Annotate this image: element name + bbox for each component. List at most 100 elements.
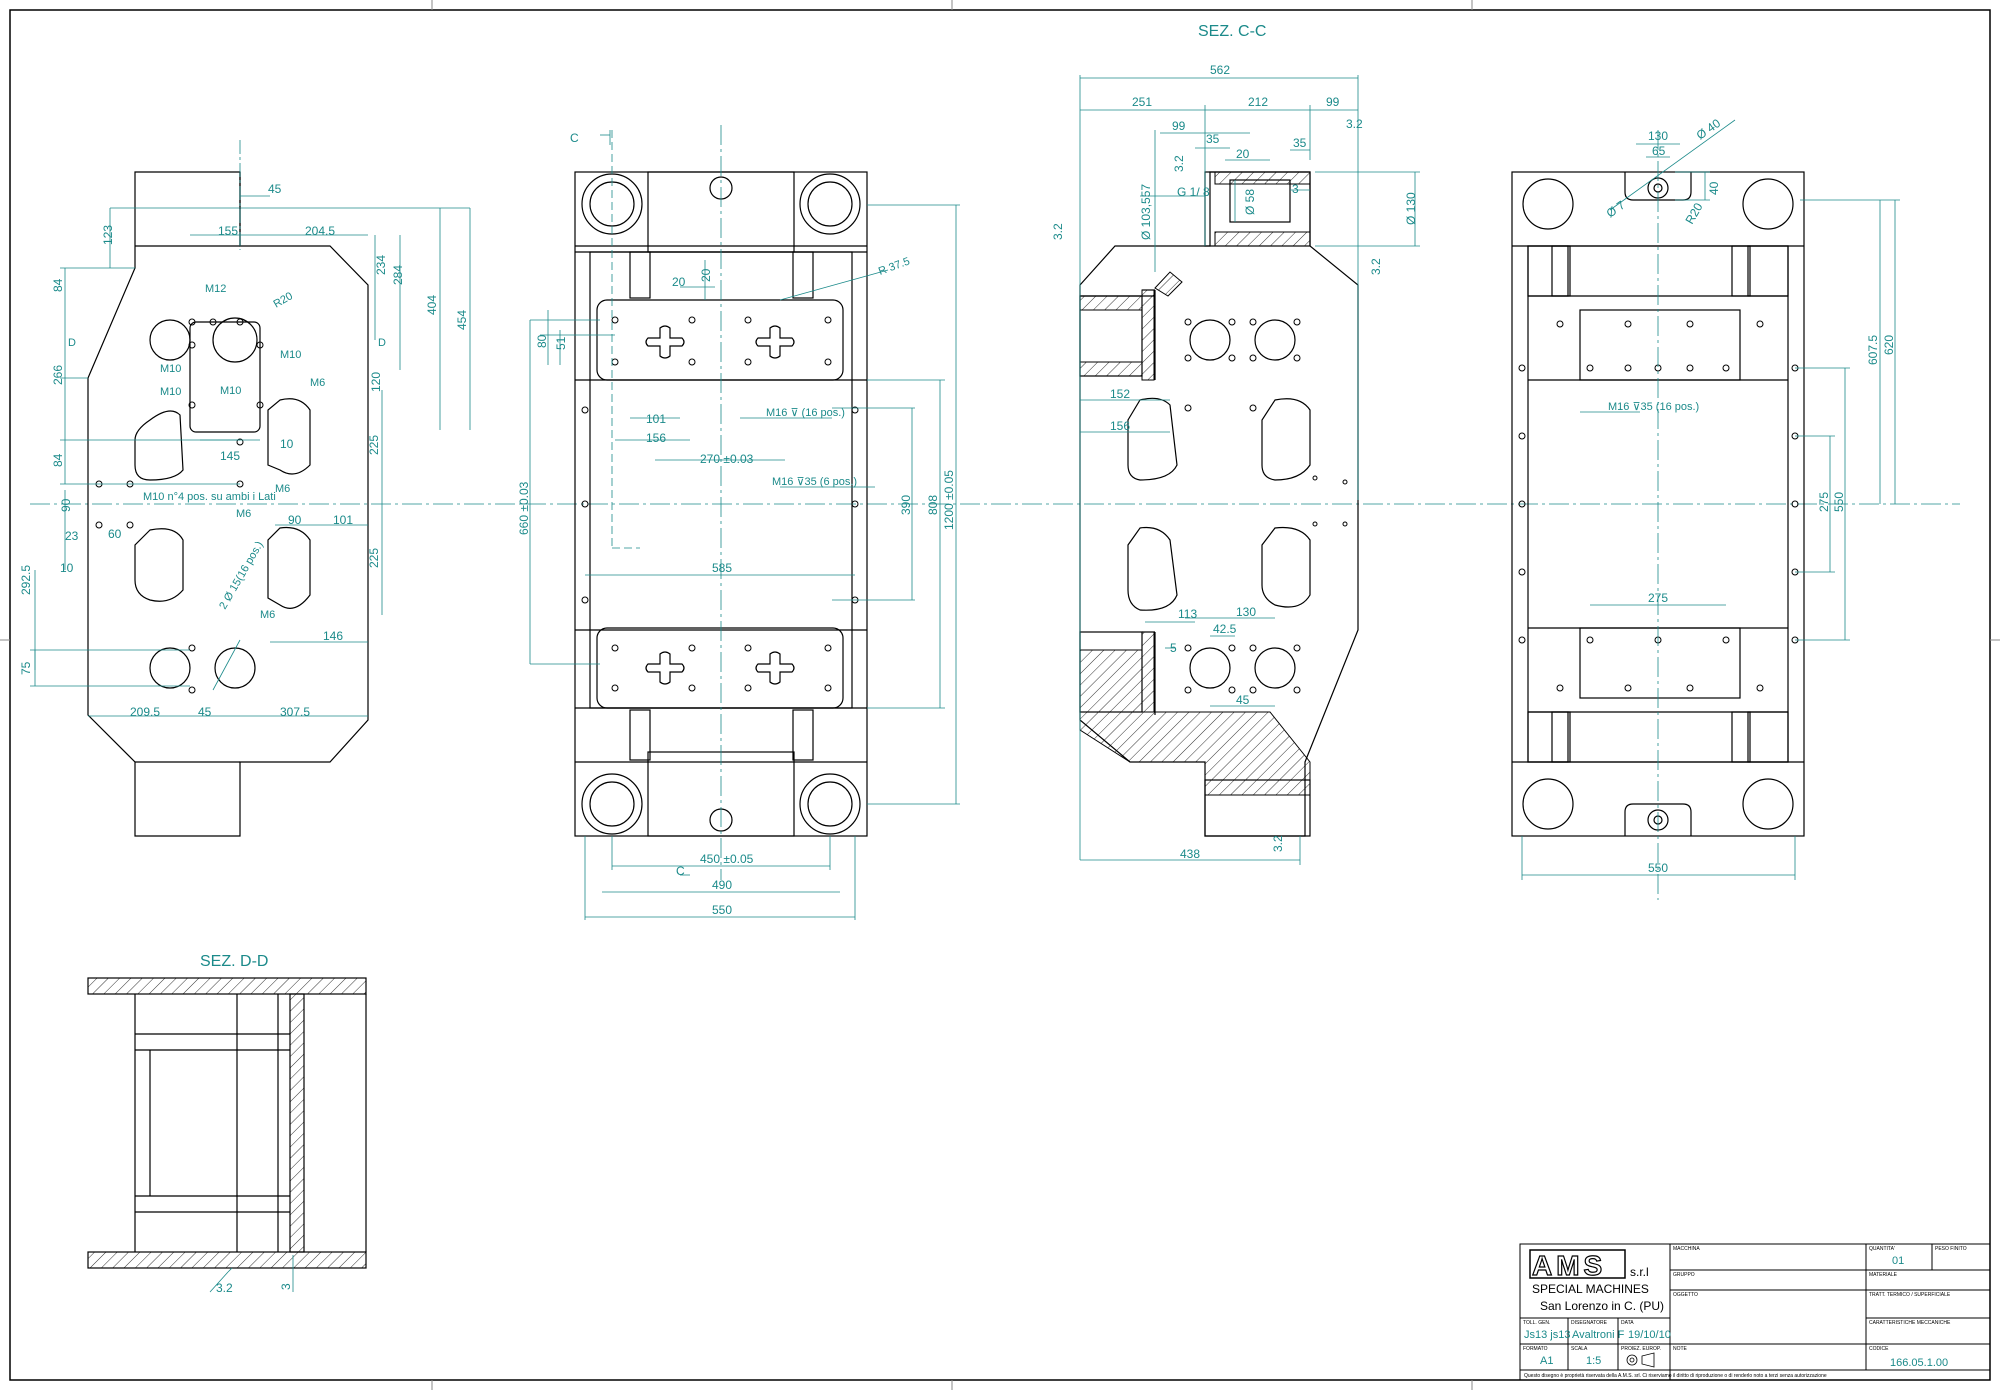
svg-text:Ø 103,557: Ø 103,557 xyxy=(1139,184,1153,240)
svg-text:275: 275 xyxy=(1648,591,1668,605)
svg-text:454: 454 xyxy=(455,310,469,330)
svg-text:SEZ. C-C: SEZ. C-C xyxy=(1198,23,1266,40)
svg-text:307.5: 307.5 xyxy=(280,705,310,719)
svg-text:10: 10 xyxy=(60,561,74,575)
svg-text:20: 20 xyxy=(672,275,686,289)
svg-text:266: 266 xyxy=(51,365,65,385)
section-dd-view xyxy=(87,977,367,1269)
svg-text:101: 101 xyxy=(333,513,353,527)
svg-text:3.2: 3.2 xyxy=(1369,258,1383,275)
svg-text:D: D xyxy=(378,337,386,349)
svg-text:438: 438 xyxy=(1180,847,1200,861)
svg-text:562: 562 xyxy=(1210,63,1230,77)
svg-text:A1: A1 xyxy=(1540,1355,1553,1367)
svg-text:M10: M10 xyxy=(160,386,181,398)
svg-text:130: 130 xyxy=(1648,129,1668,143)
svg-text:Ø 130: Ø 130 xyxy=(1404,192,1418,225)
right-view-dimensions xyxy=(1521,119,1900,900)
svg-text:10: 10 xyxy=(280,437,294,451)
svg-text:3.2: 3.2 xyxy=(1271,835,1285,852)
svg-text:145: 145 xyxy=(220,449,240,463)
svg-text:130: 130 xyxy=(1236,605,1256,619)
svg-text:Js13 js13: Js13 js13 xyxy=(1524,1329,1570,1341)
svg-text:FORMATO: FORMATO xyxy=(1523,1346,1548,1352)
svg-text:550: 550 xyxy=(1832,492,1846,512)
svg-text:550: 550 xyxy=(1648,861,1668,875)
svg-text:GRUPPO: GRUPPO xyxy=(1673,1272,1695,1278)
section-cc-hatching xyxy=(1079,171,1311,796)
svg-text:SEZ. D-D: SEZ. D-D xyxy=(200,953,268,970)
svg-text:01: 01 xyxy=(1892,1255,1904,1267)
svg-text:5: 5 xyxy=(1170,641,1177,655)
svg-text:CODICE: CODICE xyxy=(1869,1346,1889,1352)
svg-text:209.5: 209.5 xyxy=(130,705,160,719)
svg-text:90: 90 xyxy=(59,498,73,512)
svg-text:35: 35 xyxy=(1293,136,1307,150)
svg-text:75: 75 xyxy=(19,661,33,675)
svg-text:156: 156 xyxy=(1110,419,1130,433)
svg-text:M10 n°4 pos. su ambi i Lati: M10 n°4 pos. su ambi i Lati xyxy=(143,491,276,503)
svg-text:166.05.1.00: 166.05.1.00 xyxy=(1890,1357,1948,1369)
svg-text:TRATT. TERMICO / SUPERFICIALE: TRATT. TERMICO / SUPERFICIALE xyxy=(1869,1292,1951,1298)
svg-text:Ø 58: Ø 58 xyxy=(1243,189,1257,215)
svg-text:3: 3 xyxy=(1292,182,1299,196)
svg-text:M16 ⊽ (16 pos.): M16 ⊽ (16 pos.) xyxy=(766,407,845,419)
svg-text:113: 113 xyxy=(1178,607,1197,621)
svg-text:450 ±0.05: 450 ±0.05 xyxy=(700,852,754,866)
svg-text:620: 620 xyxy=(1882,335,1896,355)
svg-text:390: 390 xyxy=(899,495,913,515)
svg-text:404: 404 xyxy=(425,295,439,315)
svg-text:M12: M12 xyxy=(205,283,226,295)
svg-text:585: 585 xyxy=(712,561,732,575)
section-dd-marks xyxy=(209,1255,294,1293)
svg-text:PROIEZ. EUROP.: PROIEZ. EUROP. xyxy=(1621,1346,1661,1352)
svg-text:SCALA: SCALA xyxy=(1571,1346,1588,1352)
svg-text:90: 90 xyxy=(288,513,302,527)
svg-text:3.2: 3.2 xyxy=(1346,117,1363,131)
svg-text:Ø 40: Ø 40 xyxy=(1694,116,1724,143)
svg-text:TOLL. GEN.: TOLL. GEN. xyxy=(1523,1320,1550,1326)
svg-text:M16 ⊽35 (16 pos.): M16 ⊽35 (16 pos.) xyxy=(1608,401,1699,413)
svg-text:19/10/10: 19/10/10 xyxy=(1628,1329,1671,1341)
left-view-dimensions xyxy=(30,140,471,717)
svg-text:DISEGNATORE: DISEGNATORE xyxy=(1571,1320,1608,1326)
section-cc-dimension-text: SEZ. C-C 562 251 212 99 99 35 20 35 3.2 … xyxy=(1051,23,1418,861)
svg-text:146: 146 xyxy=(323,629,343,643)
svg-text:155: 155 xyxy=(218,224,238,238)
svg-text:M6: M6 xyxy=(310,377,325,389)
svg-text:45: 45 xyxy=(1236,693,1250,707)
svg-text:20: 20 xyxy=(699,268,713,282)
svg-text:CARATTERISTICHE MECCANICHE: CARATTERISTICHE MECCANICHE xyxy=(1869,1320,1951,1326)
svg-text:D: D xyxy=(68,337,76,349)
svg-text:51: 51 xyxy=(554,336,568,350)
section-cc-dimensions xyxy=(1079,75,1420,865)
svg-text:490: 490 xyxy=(712,878,732,892)
svg-text:84: 84 xyxy=(51,278,65,292)
svg-text:292.5: 292.5 xyxy=(19,565,33,595)
svg-text:65: 65 xyxy=(1652,144,1666,158)
svg-text:R20: R20 xyxy=(272,290,295,310)
svg-text:225: 225 xyxy=(367,548,381,568)
sheet-frame xyxy=(9,9,1991,1381)
svg-text:84: 84 xyxy=(51,453,65,467)
svg-text:C: C xyxy=(676,864,685,878)
svg-text:AMS: AMS xyxy=(1532,1250,1606,1281)
svg-text:PESO FINITO: PESO FINITO xyxy=(1935,1246,1967,1252)
svg-text:3.2: 3.2 xyxy=(216,1281,233,1295)
right-view xyxy=(1511,171,1805,837)
svg-text:156: 156 xyxy=(646,431,666,445)
svg-text:QUANTITA': QUANTITA' xyxy=(1869,1246,1895,1252)
svg-text:DATA: DATA xyxy=(1621,1320,1634,1326)
svg-text:225: 225 xyxy=(367,435,381,455)
title-block-logo: AMS s.r.l SPECIAL MACHINES San Lorenzo i… xyxy=(1529,1249,1664,1313)
svg-text:40: 40 xyxy=(1707,181,1721,195)
svg-text:275: 275 xyxy=(1817,492,1831,512)
svg-text:35: 35 xyxy=(1206,132,1220,146)
svg-text:808: 808 xyxy=(926,495,940,515)
svg-text:M6: M6 xyxy=(275,483,290,495)
svg-text:MACCHINA: MACCHINA xyxy=(1673,1246,1700,1252)
svg-text:M6: M6 xyxy=(236,508,251,520)
svg-text:99: 99 xyxy=(1326,95,1340,109)
svg-text:MATERIALE: MATERIALE xyxy=(1869,1272,1898,1278)
